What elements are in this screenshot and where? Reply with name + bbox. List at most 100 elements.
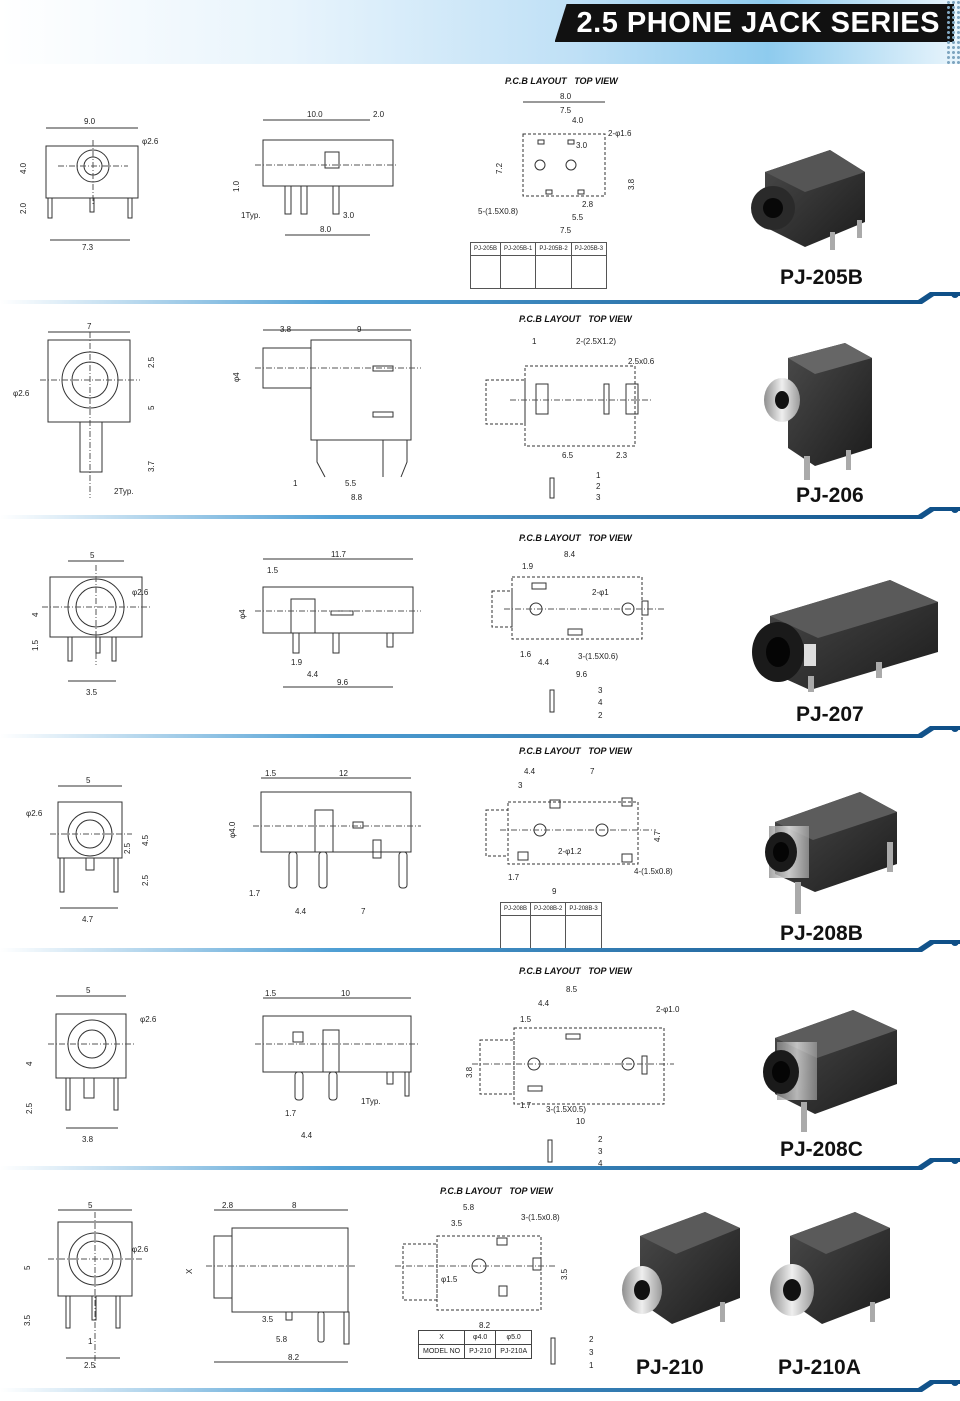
svg-text:3.5: 3.5	[451, 1219, 463, 1228]
svg-text:1.5: 1.5	[31, 639, 40, 651]
svg-text:3.8: 3.8	[465, 1066, 474, 1078]
svg-text:1.5: 1.5	[267, 566, 279, 575]
section-pj-208b: 5 φ2.6 2.5 4.5 2.5 4.7 1.5 12 φ4.0 1.7 4…	[0, 742, 960, 957]
svg-text:7: 7	[361, 907, 366, 916]
svg-text:4.0: 4.0	[19, 162, 28, 174]
svg-text:8: 8	[292, 1202, 297, 1210]
svg-text:2.8: 2.8	[222, 1202, 234, 1210]
svg-text:1: 1	[293, 479, 298, 488]
svg-text:φ2.6: φ2.6	[140, 1015, 157, 1024]
section-pj-207: 5 φ2.6 4 1.5 3.5 11.7 1.5 φ4 1.9 4.4 9.6…	[0, 527, 960, 737]
svg-text:3-(1.5x0.8): 3-(1.5x0.8)	[521, 1213, 560, 1222]
section-divider	[0, 726, 960, 738]
pj-207-side-view: 11.7 1.5 φ4 1.9 4.4 9.6	[238, 550, 421, 688]
svg-text:2.8: 2.8	[582, 200, 594, 209]
pcb-layout-heading: P.C.B LAYOUT TOP VIEW	[519, 533, 632, 543]
svg-text:1Typ.: 1Typ.	[241, 211, 261, 220]
svg-text:1.7: 1.7	[285, 1109, 297, 1118]
svg-text:7: 7	[87, 322, 92, 331]
svg-text:8.8: 8.8	[351, 493, 363, 502]
pj-208b-side-view: 1.5 12 φ4.0 1.7 4.4 7	[228, 770, 421, 916]
svg-text:8.5: 8.5	[566, 985, 578, 994]
svg-text:5: 5	[86, 776, 91, 785]
section-divider	[0, 507, 960, 519]
svg-text:8.2: 8.2	[288, 1353, 300, 1362]
svg-text:2Typ.: 2Typ.	[114, 487, 134, 496]
svg-text:5: 5	[90, 551, 95, 560]
svg-text:2.0: 2.0	[373, 110, 385, 119]
svg-text:3.8: 3.8	[280, 325, 292, 334]
section-pj-210: 5 φ2.6 5 3.5 1 2.5 2.8 8 X 3.5 5.8 8.2 P…	[0, 1180, 960, 1400]
pj-210a-label: PJ-210A	[778, 1356, 861, 1379]
svg-text:2-φ1.6: 2-φ1.6	[608, 129, 632, 138]
svg-text:5: 5	[23, 1265, 32, 1270]
svg-text:3.8: 3.8	[627, 178, 636, 190]
svg-text:5: 5	[88, 1202, 93, 1210]
svg-text:2-φ1: 2-φ1	[592, 588, 609, 597]
svg-text:2-(2.5X1.2): 2-(2.5X1.2)	[576, 337, 616, 346]
pj-207-label: PJ-207	[796, 703, 864, 726]
pj-205b-label: PJ-205B	[780, 266, 863, 289]
pj-208b-product-photo	[765, 792, 897, 914]
pj-210-front-view: 5 φ2.6 5 3.5 1 2.5	[23, 1202, 149, 1370]
svg-text:φ2.6: φ2.6	[13, 389, 30, 398]
svg-text:9.6: 9.6	[337, 678, 349, 687]
svg-text:φ1.5: φ1.5	[441, 1275, 458, 1284]
section-divider	[0, 1158, 960, 1170]
pcb-layout-heading: P.C.B LAYOUT TOP VIEW	[440, 1186, 553, 1196]
pj-208c-pcb-layout: 8.5 4.4 2-φ1.0 1.5 3.8 1.7 3-(1.5X0.5) 1…	[465, 985, 680, 1168]
section-pj-205b: 9.0 φ2.6 4.0 2.0 7.3 10.0 2.0 1.0 1Typ. …	[0, 70, 960, 302]
svg-text:2.5x0.6: 2.5x0.6	[628, 357, 655, 366]
svg-text:4.4: 4.4	[538, 999, 550, 1008]
pj-210-schematic: 2 3 1	[550, 1335, 594, 1370]
svg-text:5-(1.5X0.8): 5-(1.5X0.8)	[478, 207, 518, 216]
svg-text:φ4: φ4	[232, 372, 241, 382]
svg-text:3.5: 3.5	[23, 1314, 32, 1326]
pj-208b-front-view: 5 φ2.6 2.5 4.5 2.5 4.7	[26, 776, 150, 924]
pcb-layout-heading: P.C.B LAYOUT TOP VIEW	[505, 76, 618, 86]
svg-text:4: 4	[598, 698, 603, 707]
svg-text:2: 2	[598, 1135, 603, 1144]
svg-text:4.4: 4.4	[307, 670, 319, 679]
svg-text:3-(1.5X0.5): 3-(1.5X0.5)	[546, 1105, 586, 1114]
svg-text:9: 9	[357, 325, 362, 334]
pj-205b-product-photo	[751, 150, 865, 250]
svg-text:1: 1	[88, 1337, 93, 1346]
pj-206-label: PJ-206	[796, 484, 864, 507]
svg-text:7.5: 7.5	[560, 226, 572, 235]
pj-210-side-view: 2.8 8 X 3.5 5.8 8.2	[185, 1202, 356, 1363]
page-title: 2.5 PHONE JACK SERIES	[554, 4, 954, 42]
svg-text:4.7: 4.7	[82, 915, 94, 924]
svg-text:4-(1.5x0.8): 4-(1.5x0.8)	[634, 867, 673, 876]
svg-text:9.0: 9.0	[84, 117, 96, 126]
svg-text:3.8: 3.8	[82, 1135, 94, 1144]
pj-206-front-view: 7 2.5 5 φ2.6 3.7 2Typ.	[13, 322, 156, 498]
svg-text:2.3: 2.3	[616, 451, 628, 460]
svg-text:8.2: 8.2	[479, 1321, 491, 1330]
pj-208c-label: PJ-208C	[780, 1138, 863, 1161]
svg-text:φ2.6: φ2.6	[132, 588, 149, 597]
pj-208c-front-view: 5 φ2.6 4 2.5 3.8	[25, 986, 157, 1144]
svg-text:1.7: 1.7	[508, 873, 520, 882]
svg-text:2-φ1.2: 2-φ1.2	[558, 847, 582, 856]
section-pj-208c: 5 φ2.6 4 2.5 3.8 1.5 10 1.7 1Typ. 4.4 P.…	[0, 962, 960, 1172]
svg-text:9.6: 9.6	[576, 670, 588, 679]
svg-text:1.9: 1.9	[522, 562, 534, 571]
svg-text:φ2.6: φ2.6	[142, 137, 159, 146]
svg-text:8.4: 8.4	[564, 550, 576, 559]
svg-text:4: 4	[31, 612, 40, 617]
svg-text:3.0: 3.0	[576, 141, 588, 150]
svg-text:X: X	[185, 1268, 194, 1274]
svg-text:7: 7	[590, 767, 595, 776]
section-divider	[0, 292, 960, 304]
section-divider	[0, 1380, 960, 1392]
svg-text:8.0: 8.0	[560, 92, 572, 101]
svg-text:4: 4	[25, 1061, 34, 1066]
page-header: 2.5 PHONE JACK SERIES	[0, 0, 960, 64]
svg-text:2.5: 2.5	[141, 874, 150, 886]
svg-text:4.0: 4.0	[572, 116, 584, 125]
svg-text:10: 10	[341, 989, 350, 998]
svg-text:11.7: 11.7	[331, 550, 347, 559]
